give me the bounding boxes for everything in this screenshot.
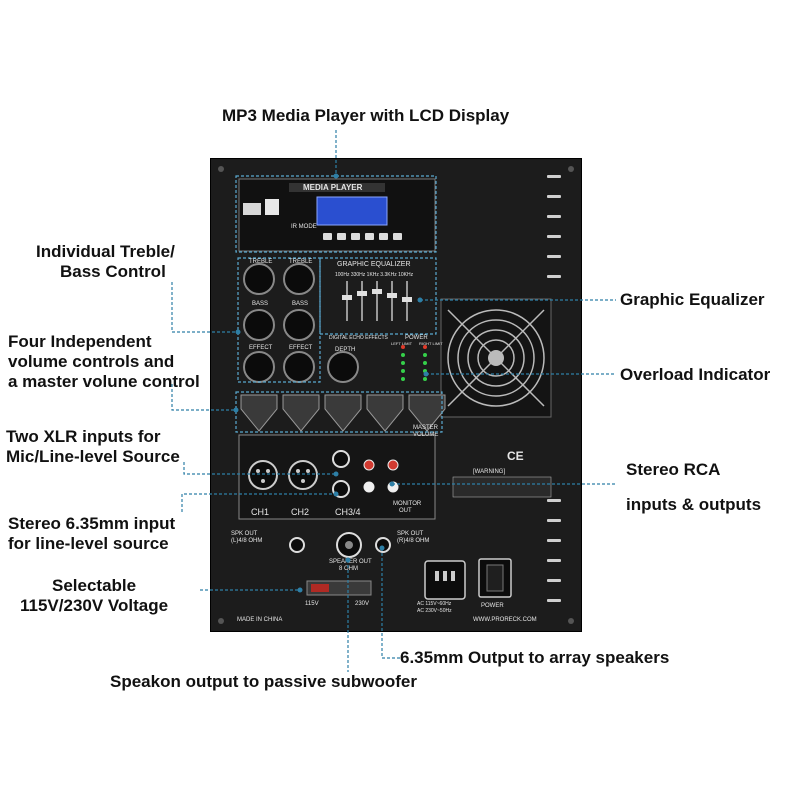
callout-volume-line3: a master volune control xyxy=(8,372,200,391)
ac-power-inlet xyxy=(424,560,466,600)
leader-volume xyxy=(171,384,236,411)
callout-array: 6.35mm Output to array speakers xyxy=(400,648,670,667)
ch34-label: CH3/4 xyxy=(335,507,361,517)
leader-stereo635 xyxy=(181,493,336,512)
usb-port-icon xyxy=(265,199,279,215)
media-buttons xyxy=(323,233,402,240)
callout-voltage-line1: Selectable xyxy=(52,576,137,595)
treble-label-ch2: TREBLE xyxy=(289,259,313,265)
callout-voltage-line2: 115V/230V Voltage xyxy=(20,596,169,615)
power-switch-label: POWER xyxy=(481,603,504,609)
depth-label: DEPTH xyxy=(335,347,356,353)
callout-speakon: Speakon output to passive subwoofer xyxy=(110,672,417,691)
power-led-label: POWER xyxy=(405,335,428,341)
monitor-out-label-line1: MONITOR xyxy=(393,501,422,507)
ac-rating-line1: AC 115V~60Hz xyxy=(417,601,452,607)
highlight-boxes xyxy=(235,175,443,433)
amplifier-panel-art xyxy=(218,166,574,624)
leader-treble-bass xyxy=(171,282,238,333)
treble-label-ch1: TREBLE xyxy=(249,259,273,265)
leader-dots xyxy=(233,173,429,593)
bass-label-ch1: BASS xyxy=(252,301,269,307)
monitor-out-label-line2: OUT xyxy=(399,508,412,514)
callout-stereo635-line1: Stereo 6.35mm input xyxy=(8,514,176,533)
amplifier-panel: MEDIA PLAYER IR MODE TREBLE TREBLE BASS … xyxy=(210,158,582,632)
ac-rating-line2: AC 230V~50Hz xyxy=(417,608,452,614)
xlr-combo-jacks xyxy=(248,460,318,490)
callout-treble-bass-line1: Individual Treble/ xyxy=(36,242,175,261)
callout-graphic-eq: Graphic Equalizer xyxy=(620,290,765,309)
channel-knobs xyxy=(243,263,359,383)
ch1-label: CH1 xyxy=(251,507,270,517)
callout-xlr-line2: Mic/Line-level Source xyxy=(6,447,180,466)
callout-treble-bass-line2: Bass Control xyxy=(60,262,166,281)
highlight-volume xyxy=(235,391,443,433)
voltage-selector-switch xyxy=(306,580,372,596)
overload-indicator-leds xyxy=(401,345,427,381)
callout-xlr-line1: Two XLR inputs for xyxy=(6,427,161,446)
media-player-title-bar xyxy=(289,183,385,192)
highlight-knobs xyxy=(237,257,321,383)
speaker-out-label-line1: SPEAKER OUT xyxy=(329,559,372,565)
spk-out-left-label-line1: SPK OUT xyxy=(231,531,258,537)
warning-label xyxy=(452,476,552,498)
mount-hole-icon xyxy=(218,618,224,624)
callout-rca-line2: inputs & outputs xyxy=(626,495,762,514)
mount-hole-icon xyxy=(568,166,574,172)
effect-label-ch1: EFFECT xyxy=(249,345,273,351)
right-limit-label: RIGHT LIMIT xyxy=(419,341,443,346)
effect-label-ch2: EFFECT xyxy=(289,345,313,351)
leader-array xyxy=(381,548,400,659)
sd-card-slot-icon xyxy=(243,203,261,215)
voltage-230-label: 230V xyxy=(355,601,370,607)
master-volume-label-line2: VOLUME xyxy=(413,432,439,438)
rca-jacks xyxy=(363,459,399,493)
callout-volume-line1: Four Independent xyxy=(8,332,152,351)
voltage-115-label: 115V xyxy=(305,601,319,607)
ir-mode-label: IR MODE xyxy=(291,224,317,230)
ch2-label: CH2 xyxy=(291,507,310,517)
made-in-china-label: MADE IN CHINA xyxy=(237,617,283,623)
spk-out-right-label-line2: (R)4/8 OHM xyxy=(397,538,430,544)
speaker-out-label-line2: 8 OHM xyxy=(339,566,359,572)
leaders xyxy=(171,130,616,672)
callout-volume-line2: volume controls and xyxy=(8,352,175,371)
volume-faders xyxy=(240,394,446,432)
left-limit-label: LEFT LIMIT xyxy=(391,341,413,346)
vent-slots xyxy=(547,175,561,602)
mount-hole-icon xyxy=(568,618,574,624)
lcd-display xyxy=(316,196,388,226)
callout-mp3: MP3 Media Player with LCD Display xyxy=(222,106,510,125)
warning-text: [WARNING] xyxy=(473,469,506,475)
mount-hole-icon xyxy=(218,166,224,172)
media-player-title: MEDIA PLAYER xyxy=(303,183,363,192)
callout-rca-line1: Stereo RCA xyxy=(626,460,721,479)
graphic-eq-sliders xyxy=(342,281,412,321)
spk-out-left-label-line2: (L)4/8 OHM xyxy=(231,538,263,544)
digital-echo-title: DIGITAL ECHO EFFECTS xyxy=(329,335,388,341)
spk-out-right-label-line1: SPK OUT xyxy=(397,531,424,537)
website-label: WWW.PRORECK.COM xyxy=(473,617,537,623)
bass-label-ch2: BASS xyxy=(292,301,309,307)
eq-frequencies: 100Hz 330Hz 1KHz 3.3KHz 10KHz xyxy=(335,272,414,278)
speaker-output-jacks xyxy=(289,532,391,558)
leader-xlr xyxy=(183,462,336,475)
callout-stereo635-line2: for line-level source xyxy=(8,534,169,553)
callout-overload: Overload Indicator xyxy=(620,365,771,384)
power-switch xyxy=(478,558,512,598)
cooling-fan-grille xyxy=(440,298,552,418)
highlight-eq xyxy=(319,257,437,335)
graphic-equalizer-title: GRAPHIC EQUALIZER xyxy=(337,261,411,268)
ce-mark: CE xyxy=(507,449,524,463)
highlight-media-player xyxy=(235,175,437,253)
master-volume-label-line1: MASTER xyxy=(413,425,439,431)
